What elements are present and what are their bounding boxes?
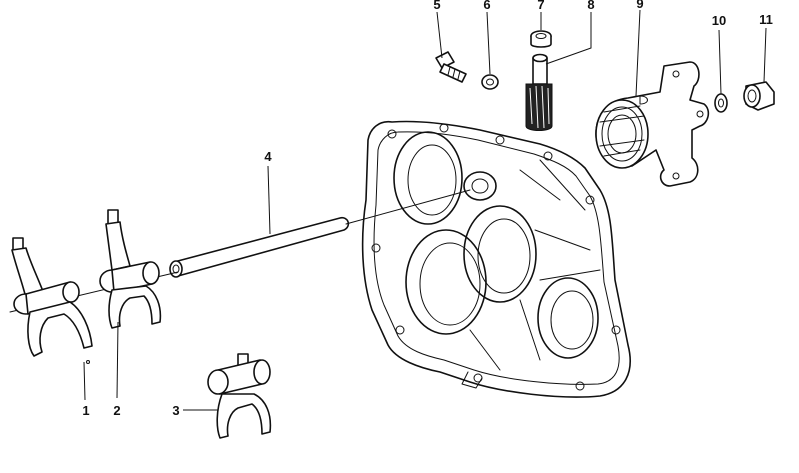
callout-6: 6 (483, 0, 490, 12)
shift-fork-3 (207, 353, 272, 439)
callout-8: 8 (587, 0, 594, 12)
housing-cover (361, 120, 631, 398)
leader-lines (83, 9, 767, 411)
callout-4: 4 (264, 149, 272, 164)
speedo-bushing (530, 30, 552, 48)
sealing-washer (714, 93, 728, 113)
shift-rod (169, 189, 471, 278)
callout-9: 9 (636, 0, 643, 11)
nut (743, 81, 775, 111)
callout-labels: 1 2 3 4 5 6 7 8 9 10 11 (82, 0, 772, 418)
callout-7: 7 (537, 0, 544, 12)
callout-1: 1 (82, 403, 89, 418)
callout-5: 5 (433, 0, 440, 12)
shift-fork-2 (99, 209, 162, 329)
output-housing (595, 61, 710, 187)
callout-11: 11 (759, 12, 773, 27)
callout-2: 2 (113, 403, 120, 418)
speedo-drive-gear (525, 53, 553, 131)
washer (481, 74, 499, 90)
callout-3: 3 (172, 403, 179, 418)
shift-fork-1 (11, 237, 93, 364)
bolt (435, 51, 467, 83)
callout-10: 10 (712, 13, 726, 28)
